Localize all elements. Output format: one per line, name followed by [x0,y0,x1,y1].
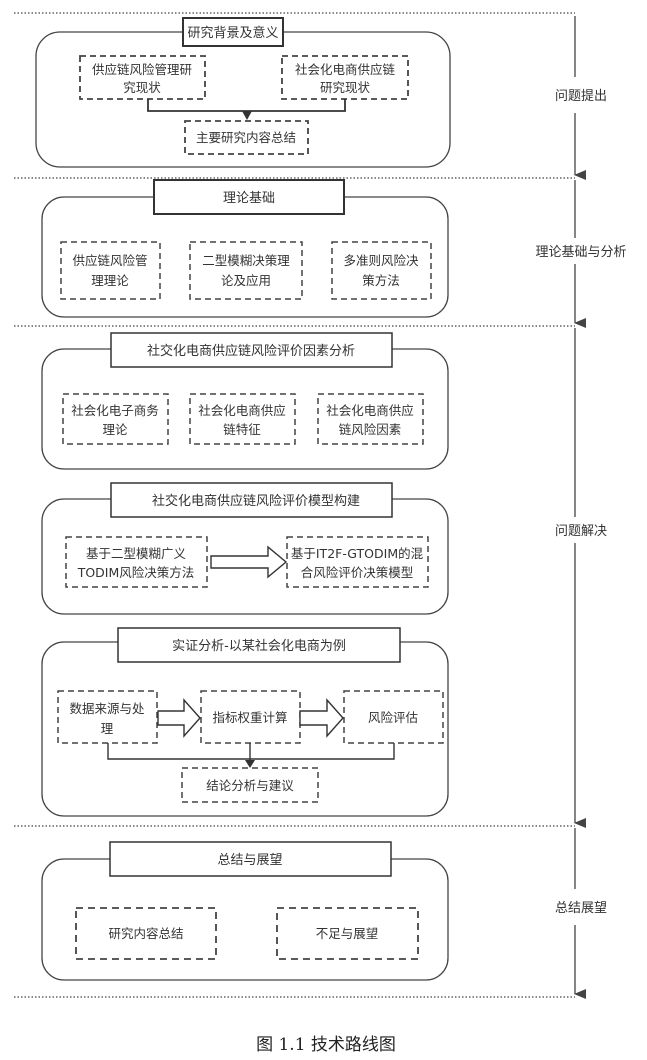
box-text: 供应链风险管理研 [92,62,192,77]
section-title-box [109,841,392,877]
box-text: 社会化电商供应链 [295,62,396,77]
stage-label-summary: 总结展望 [555,900,607,916]
box-text: 指标权重计算 [212,710,287,725]
connector [147,99,346,112]
stage-label-problem: 问题提出 [555,88,607,104]
section-title-box [182,17,284,47]
box-text: 不足与展望 [316,926,379,941]
box-factor-3 [317,393,424,445]
box-factor-1 [62,393,169,445]
box-text: 二型模糊决策理 [202,253,290,268]
box-text: 策方法 [362,273,400,288]
section-title-box [153,179,345,215]
box-text: 究现状 [123,80,161,95]
section-summary-outlook: 总结与展望 研究内容总结 不足与展望 [41,841,449,981]
box-text: TODIM风险决策方法 [77,565,195,580]
section-title: 社交化电商供应链风险评价模型构建 [152,493,360,509]
box-text: 结论分析与建议 [206,778,294,793]
block-arrow-icon [210,545,288,579]
box-theory-3 [331,241,432,300]
section-title: 社交化电商供应链风险评价因素分析 [147,343,355,359]
section-title-box [110,482,393,518]
box-text: 基于IT2F-GTODIM的混 [291,546,424,561]
box-supply-chain-risk-status [79,55,206,100]
box-text: 研究现状 [320,80,371,95]
section-title: 实证分析-以某社会化电商为例 [172,638,346,654]
box-theory-1 [60,241,161,300]
connector [107,743,395,760]
box-text: 社会化电商供应 [198,403,286,418]
section-model-construction: 社交化电商供应链风险评价模型构建 基于二型模糊广义 TODIM风险决策方法 基于… [41,482,449,615]
box-data-source [57,690,158,744]
box-text: 理理论 [91,273,129,288]
section-title: 理论基础 [223,191,275,206]
box-it2-gtodim-method [65,536,208,588]
box-text: 供应链风险管 [72,253,147,268]
box-text: 社会化电子商务 [71,403,159,418]
section-title-box [117,627,401,663]
block-arrow-icon [299,698,344,738]
arrow-head [245,760,255,768]
box-text: 理 [101,721,114,736]
box-text: 社会化电商供应 [326,403,414,418]
box-text: 多准则风险决 [343,253,419,268]
box-text: 链风险因素 [339,422,402,437]
block-arrow-icon [157,698,201,738]
section-theory-basis: 理论基础 供应链风险管 理理论 二型模糊决策理 论及应用 多准则风险决 策方法 [41,179,449,318]
box-text: 研究内容总结 [108,926,183,941]
figure-caption: 图 1.1 技术路线图 [256,1035,396,1055]
box-conclusion [181,767,319,803]
box-shortcomings-outlook [276,907,419,960]
box-risk-assessment [343,690,444,744]
stage-label-theory: 理论基础与分析 [535,245,626,260]
box-text: 风险评估 [368,710,418,725]
arrow-head [242,111,252,120]
section-title: 研究背景及意义 [187,25,278,41]
box-hybrid-model [286,536,429,588]
box-research-summary [75,907,217,960]
section-risk-factor-analysis: 社交化电商供应链风险评价因素分析 社会化电子商务 理论 社会化电商供应 链特征 … [41,332,449,470]
section-research-background: 研究背景及意义 供应链风险管理研 究现状 社会化电商供应链 研究现状 主要研究内… [35,17,451,168]
section-title-box [110,332,393,368]
box-text: 论及应用 [221,273,271,288]
section-empirical-analysis: 实证分析-以某社会化电商为例 数据来源与处 理 指标权重计算 风险评估 结论分析… [41,627,449,817]
box-text: 数据来源与处 [69,701,145,716]
stage-label-solution: 问题解决 [555,524,607,539]
box-text: 主要研究内容总结 [196,130,296,145]
stage-separators [14,12,575,998]
box-factor-2 [189,393,296,445]
box-main-content-summary [184,120,309,155]
box-text: 理论 [102,422,128,437]
box-text: 链特征 [223,422,261,437]
box-text: 合风险评价决策模型 [301,565,414,580]
section-title: 总结与展望 [217,852,282,868]
box-theory-2 [189,241,303,300]
box-text: 基于二型模糊广义 [86,546,187,561]
